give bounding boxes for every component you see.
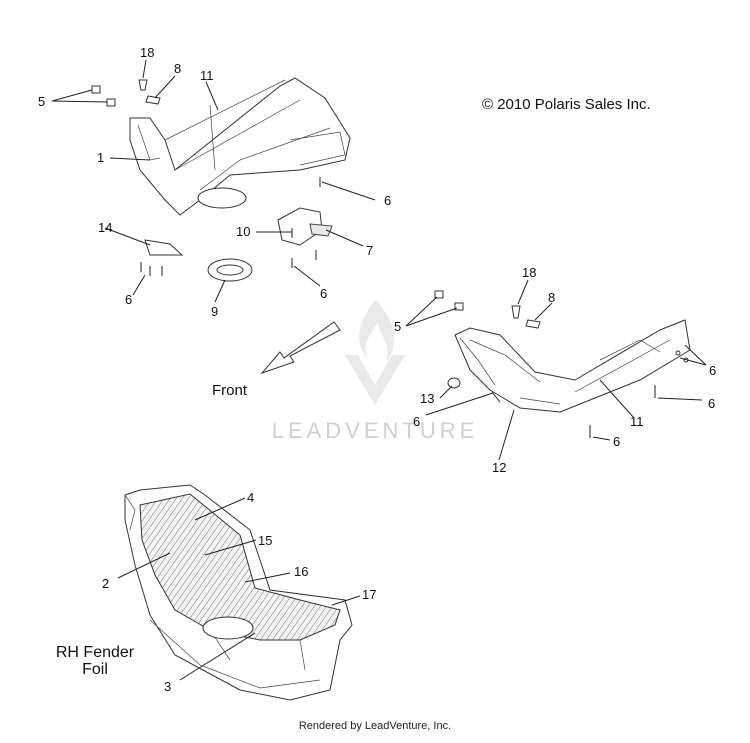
callout-14: 14 bbox=[98, 220, 112, 235]
callout-6c: 6 bbox=[320, 286, 327, 301]
callout-5a: 5 bbox=[38, 94, 45, 109]
watermark-logo bbox=[345, 300, 405, 405]
callout-3: 3 bbox=[164, 679, 171, 694]
callout-7: 7 bbox=[366, 243, 373, 258]
callout-8b: 8 bbox=[548, 290, 555, 305]
callout-15: 15 bbox=[258, 533, 272, 548]
callout-11b: 11 bbox=[630, 414, 644, 429]
callout-18b: 18 bbox=[522, 265, 536, 280]
fender-foil-inset bbox=[124, 484, 353, 701]
callout-9: 9 bbox=[211, 304, 218, 319]
callout-5b: 5 bbox=[394, 319, 401, 334]
lh-footwell-part-1 bbox=[129, 77, 351, 216]
bracket-part-14 bbox=[144, 239, 184, 256]
callout-10: 10 bbox=[236, 224, 250, 239]
callout-16: 16 bbox=[294, 564, 308, 579]
boot-ring-part-9 bbox=[207, 258, 253, 282]
callout-2: 2 bbox=[102, 576, 109, 591]
bracket-part-10 bbox=[277, 207, 333, 246]
inset-label-line2: Foil bbox=[82, 661, 108, 678]
front-arrow bbox=[260, 321, 341, 375]
callout-13: 13 bbox=[420, 391, 434, 406]
screws-right bbox=[434, 290, 689, 438]
inset-label-line1: RH Fender bbox=[56, 644, 135, 661]
callout-4: 4 bbox=[247, 490, 254, 505]
callouts: 18 8 11 5 1 6 14 10 7 6 9 6 18 8 5 6 13 … bbox=[38, 45, 716, 694]
callout-6a: 6 bbox=[384, 193, 391, 208]
callout-1: 1 bbox=[97, 150, 104, 165]
front-label: Front bbox=[212, 382, 248, 399]
callout-11a: 11 bbox=[200, 68, 214, 83]
callout-12: 12 bbox=[492, 460, 506, 475]
callout-8a: 8 bbox=[174, 61, 181, 76]
callout-6b: 6 bbox=[125, 292, 132, 307]
callout-18a: 18 bbox=[140, 45, 154, 60]
footer-credit: Rendered by LeadVenture, Inc. bbox=[298, 720, 452, 732]
copyright-text: © 2010 Polaris Sales Inc. bbox=[482, 96, 651, 113]
screws-top-left bbox=[91, 79, 321, 276]
callout-6e: 6 bbox=[708, 396, 715, 411]
rh-footwell-part-12 bbox=[454, 319, 691, 413]
callout-6g: 6 bbox=[613, 434, 620, 449]
callout-6f: 6 bbox=[413, 414, 420, 429]
callout-17: 17 bbox=[362, 587, 376, 602]
callout-6d: 6 bbox=[709, 363, 716, 378]
callout-leaders bbox=[51, 59, 707, 681]
watermark-text: LEADVENTURE bbox=[272, 418, 479, 443]
